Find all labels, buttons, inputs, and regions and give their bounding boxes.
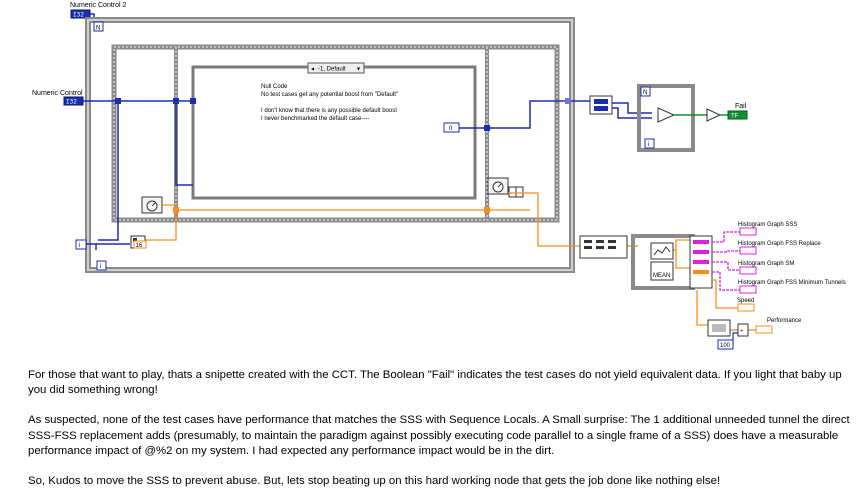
comment-paragraph-3: So, Kudos to move the SSS to prevent abu…	[28, 475, 721, 488]
svg-text:i: i	[648, 142, 649, 148]
divide-node: ÷	[737, 323, 749, 337]
case-comment-line2: No test cases get any potential boost fr…	[261, 92, 398, 98]
svg-text:I32: I32	[66, 99, 77, 106]
performance-calc-vi	[707, 319, 731, 337]
wires-pink	[712, 231, 740, 291]
histogram-fss-min-tunnels-label: Histogram Graph FSS Minimum Tunnels	[738, 280, 846, 286]
constant-100[interactable]	[717, 339, 734, 350]
small-constant[interactable]	[133, 240, 147, 249]
build-array-node	[689, 235, 713, 289]
mean-vi: MEAN	[650, 261, 674, 281]
svg-text:◂: ◂	[311, 67, 314, 73]
tick-count-timer-2	[487, 177, 509, 195]
histogram-fss-replace-indicator	[739, 246, 757, 255]
or-array-elements	[706, 108, 722, 122]
svg-text:i: i	[100, 264, 101, 270]
svg-text:i: i	[79, 243, 80, 249]
svg-text:0: 0	[449, 126, 453, 132]
case-structure: ◂ -1, Default ▾ Null Code No test cases …	[190, 62, 477, 200]
loop-count-terminal	[93, 21, 104, 32]
performance-label: Performance	[767, 318, 802, 324]
bundle-node	[508, 186, 524, 198]
svg-text:▾: ▾	[357, 67, 360, 73]
histogram-sss-indicator	[739, 227, 757, 236]
compare-for-loop: N i	[637, 84, 695, 152]
inner-numeric-constant[interactable]	[443, 122, 460, 133]
svg-text:-1, Default: -1, Default	[318, 67, 346, 73]
not-equal-compare	[657, 107, 676, 123]
svg-text:I32: I32	[73, 12, 84, 19]
histogram-sm-indicator	[739, 266, 757, 275]
outer-for-loop: N i	[85, 17, 575, 273]
index-array-node	[589, 95, 613, 115]
case-comment-line4: I never benchmarked the default case----	[261, 116, 369, 122]
svg-text:16: 16	[136, 243, 143, 249]
fail-label: Fail	[735, 103, 747, 110]
comment-paragraph-2: As suspected, none of the test cases hav…	[28, 414, 850, 457]
svg-text:MEAN: MEAN	[653, 273, 670, 279]
block-diagram: Numeric Control 2 I32 N i ◂ -1, Default …	[32, 2, 846, 350]
comment-paragraph-1: For those that want to play, thats a sni…	[28, 369, 842, 397]
iteration-input-terminal[interactable]	[75, 239, 87, 250]
case-comment-line1: Null Code	[261, 84, 288, 90]
histogram-vi	[650, 242, 674, 260]
svg-text:N: N	[643, 90, 647, 96]
fail-indicator	[727, 110, 748, 120]
histogram-fss-replace-label: Histogram Graph FSS Replace	[738, 241, 821, 247]
iteration-terminal	[96, 260, 107, 271]
wire-speed	[712, 279, 738, 309]
unbundle-node	[579, 235, 628, 259]
forum-comment: For those that want to play, thats a sni…	[28, 368, 863, 504]
speed-label: Speed	[737, 298, 754, 304]
histogram-sss-label: Histogram Graph SSS	[738, 222, 797, 228]
numeric-control-label: Numeric Control	[32, 90, 83, 97]
numeric-control-2-label: Numeric Control 2	[70, 2, 127, 9]
tick-count-timer-1	[141, 196, 163, 214]
svg-text:÷: ÷	[740, 329, 744, 335]
performance-indicator	[755, 325, 773, 334]
case-selector[interactable]	[307, 62, 365, 74]
histogram-fss-min-tunnels-indicator	[739, 285, 757, 294]
svg-text:TF: TF	[731, 113, 739, 120]
speed-indicator	[737, 303, 755, 312]
svg-text:N: N	[96, 26, 100, 32]
wires-blue	[83, 100, 652, 250]
histogram-sm-label: Histogram Graph SM	[738, 261, 794, 267]
svg-text:100: 100	[720, 343, 731, 349]
case-comment-line3: I don't know that there is any possible …	[261, 108, 397, 114]
